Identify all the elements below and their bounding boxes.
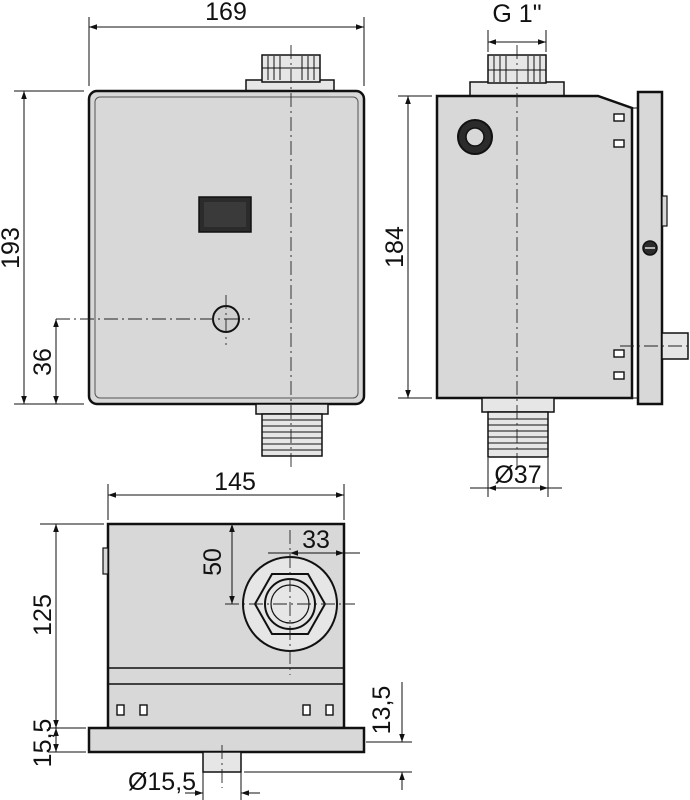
- front-body: [87, 89, 366, 406]
- side-body: [435, 94, 634, 400]
- dim-plate-offset: 13,5: [368, 686, 396, 735]
- dim-front-width: 169: [205, 0, 247, 26]
- screw-icon: [642, 240, 658, 256]
- front-outlet-thread: [255, 403, 329, 457]
- dim-front-height: 193: [0, 227, 25, 269]
- front-inlet-thread: [245, 54, 335, 93]
- dim-outlet-offset-y: 50: [199, 548, 227, 576]
- bottom-view: 145 125 15,5 50 33 13,5 Ø15,5: [29, 468, 412, 800]
- side-slots: [613, 113, 625, 380]
- dim-outlet-diameter: Ø37: [494, 461, 541, 489]
- bottom-outlet: [242, 556, 338, 652]
- side-view: G 1" 184 Ø37: [381, 0, 690, 497]
- dim-pin-diameter: Ø15,5: [128, 768, 196, 796]
- dim-bottom-width: 145: [214, 468, 256, 496]
- dim-outlet-offset-x: 33: [302, 526, 330, 554]
- bottom-slots: [116, 704, 334, 716]
- dim-bottom-depth: 125: [29, 594, 57, 636]
- dim-sensor-height: 36: [29, 348, 57, 376]
- dim-side-height: 184: [381, 226, 409, 268]
- bottom-mount-plate: [87, 726, 366, 754]
- dim-thread: G 1": [492, 0, 541, 28]
- sensor-window-icon: [198, 196, 252, 233]
- dim-plate-thickness: 15,5: [29, 719, 57, 768]
- front-view: 169 193 36: [0, 0, 366, 470]
- side-outlet-thread: [481, 397, 555, 458]
